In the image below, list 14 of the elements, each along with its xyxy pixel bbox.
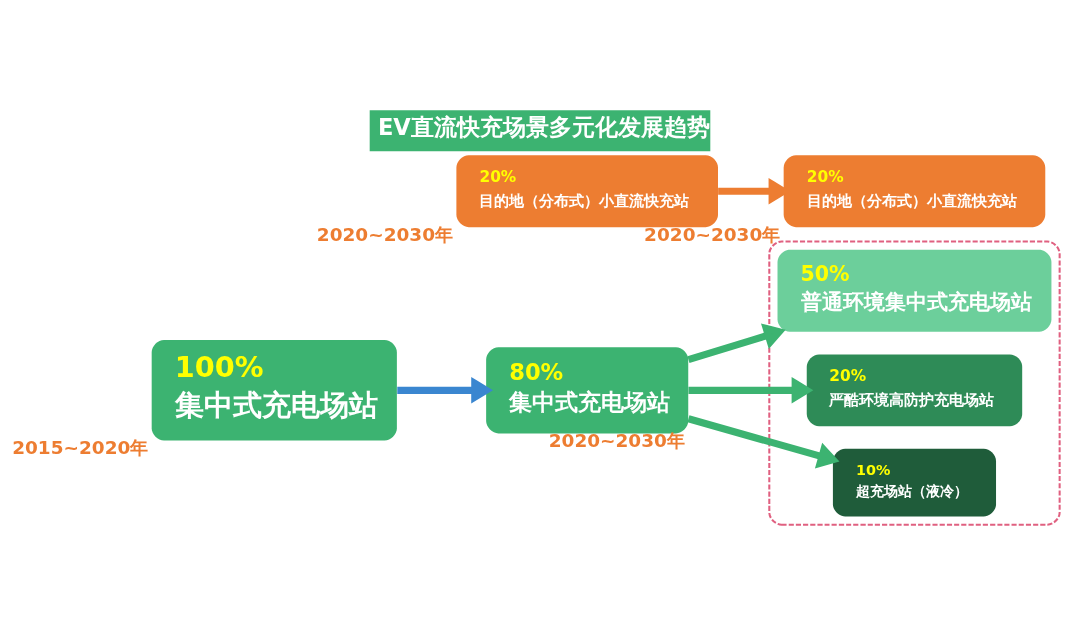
node-box: 80% 集中式充电场站 — [486, 346, 689, 433]
node-box: 20% 目的地（分布式）小直流快充站 — [783, 154, 1046, 227]
arrow — [688, 376, 814, 404]
arrow — [397, 376, 493, 404]
arrow — [687, 414, 840, 468]
node-box: 100% 集中式充电场站 — [151, 339, 397, 441]
node-label: 2015~2020年 — [12, 436, 149, 458]
node-label: 2020~2030年 — [316, 223, 454, 245]
arrow — [687, 323, 786, 363]
node-box: 10% 超充场站（液冷） — [832, 448, 997, 516]
node-box: 50% 普通环境集中式充电场站 — [777, 249, 1052, 332]
node-box: 20% 严酷环境高防护充电场站 — [806, 353, 1023, 426]
node-box: 20% 目的地（分布式）小直流快充站 — [456, 154, 718, 227]
diagram-title: EV直流快充场景多元化发展趋势 — [377, 113, 710, 140]
